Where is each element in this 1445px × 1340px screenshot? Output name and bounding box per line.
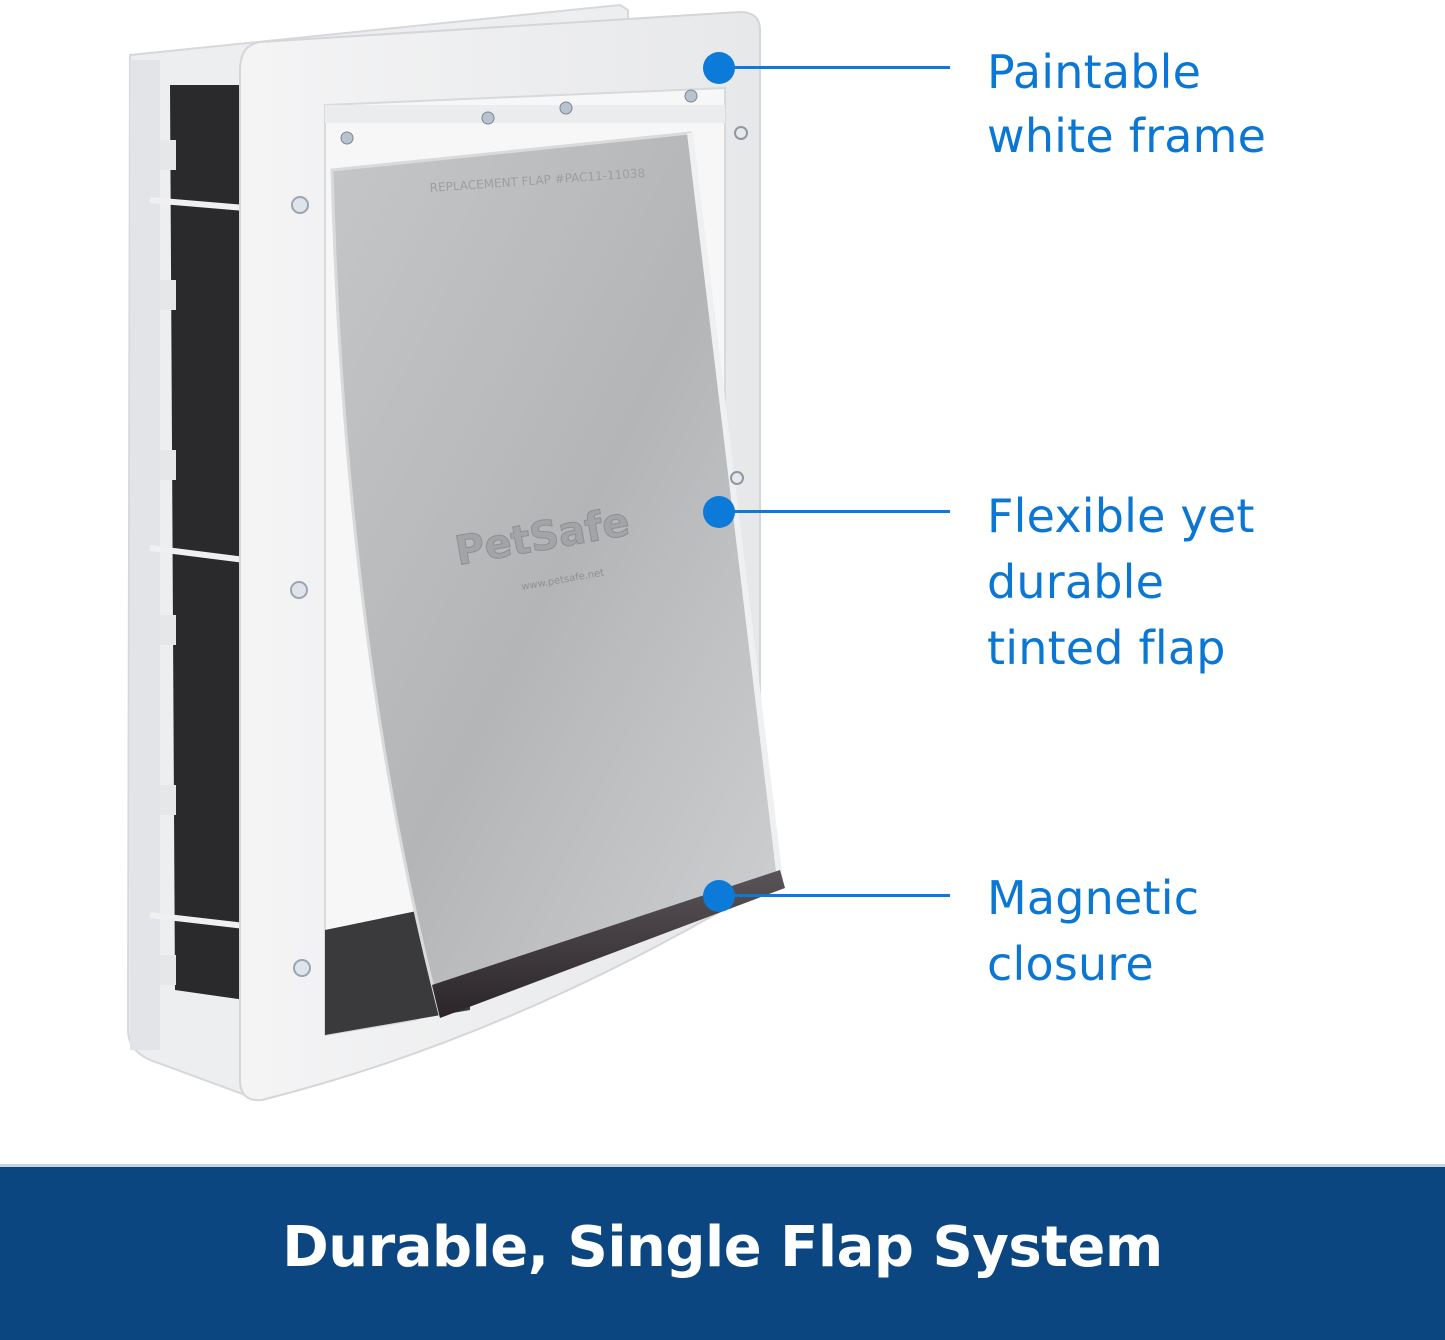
callout-leader-line [730, 66, 950, 69]
callout-flap-line-2: durable [987, 555, 1165, 609]
bottom-banner: Durable, Single Flap System [0, 1164, 1445, 1340]
callout-flap-line-3: tinted flap [987, 621, 1226, 675]
pet-door-illustration: REPLACEMENT FLAP #PAC11-11038 PetSafe ww… [126, 3, 785, 1102]
callout-dot-icon [703, 880, 735, 912]
callout-magnet-line-2: closure [987, 937, 1154, 991]
callout-leader-line [730, 510, 950, 513]
banner-title: Durable, Single Flap System [282, 1215, 1163, 1280]
callout-leader-line [730, 894, 950, 897]
callout-magnet-line-1: Magnetic [987, 871, 1200, 925]
callout-dot-icon [703, 52, 735, 84]
callout-frame-line-1: Paintable [987, 45, 1202, 99]
callout-frame-line-2: white frame [987, 109, 1267, 163]
pet-door-product-image: REPLACEMENT FLAP #PAC11-11038 PetSafe ww… [126, 3, 785, 1102]
callout-flap-line-1: Flexible yet [987, 489, 1255, 543]
callout-dot-icon [703, 496, 735, 528]
